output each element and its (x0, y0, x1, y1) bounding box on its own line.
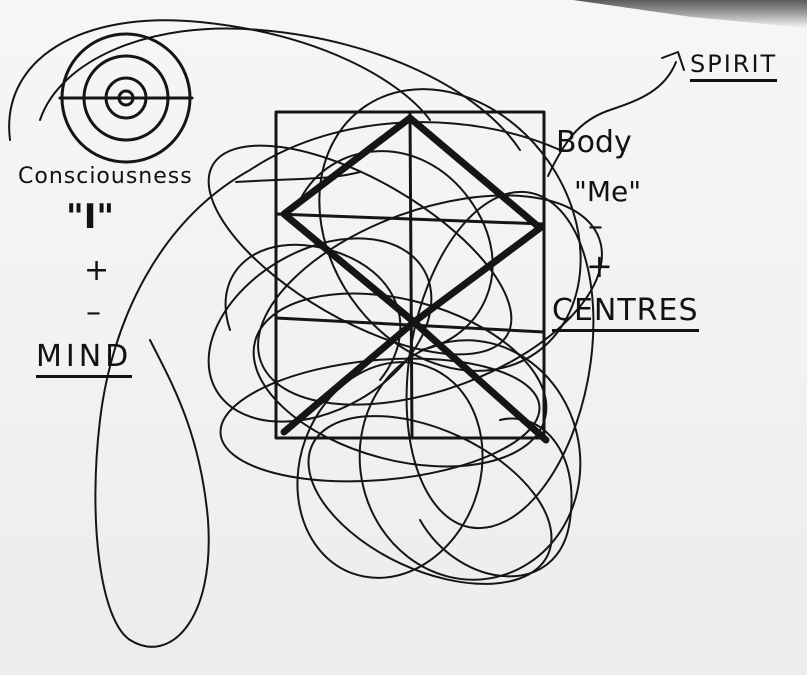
centres-minus-sign: – (588, 212, 603, 242)
mind-label: MIND (36, 342, 132, 378)
grid-rectangle (276, 112, 544, 438)
mind-minus-sign: – (86, 298, 101, 328)
body-label: Body (556, 128, 632, 158)
me-label: "Me" (574, 178, 641, 206)
consciousness-label: Consciousness (18, 166, 193, 188)
mind-spirit-loop (95, 122, 560, 640)
centres-label: CENTRES (552, 296, 699, 332)
upper-sweep-loop (40, 28, 520, 150)
centres-plus-sign: + (586, 250, 613, 282)
mind-plus-sign: + (84, 256, 109, 286)
concentric-circles-icon (60, 34, 192, 162)
upper-sweep-loop-2 (9, 20, 430, 140)
spirit-label: SPIRIT (690, 52, 777, 82)
i-label: "I" (66, 200, 114, 234)
mind-lower-loop (130, 340, 209, 647)
